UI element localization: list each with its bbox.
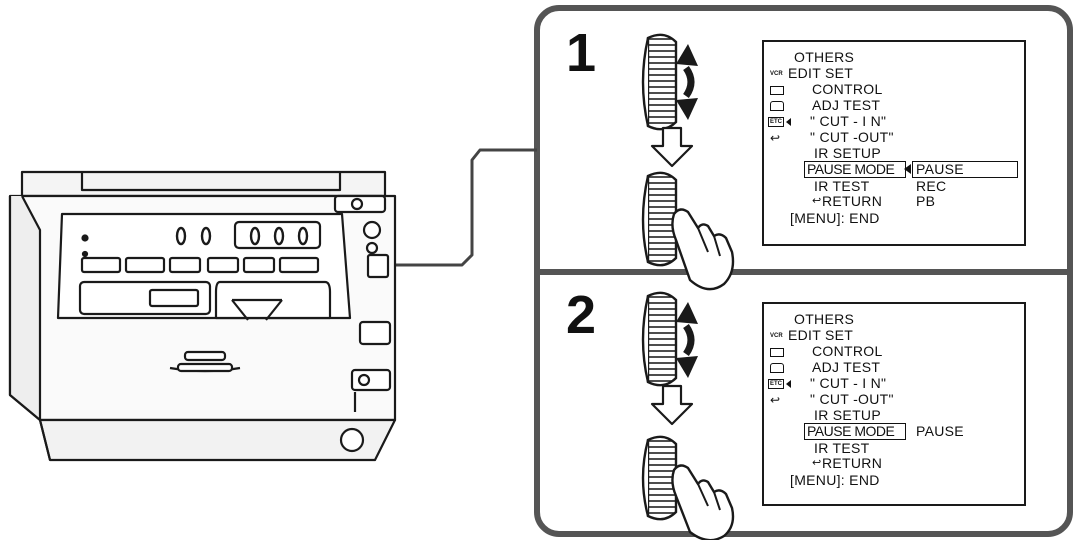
vcr-icon: VCR: [770, 333, 783, 339]
jog-dial-rotate-icon: [641, 33, 698, 131]
selected-item-box: [804, 423, 906, 440]
menu-footer: [MENU]: END: [790, 210, 880, 226]
menu-item-cut-in: " CUT - I N": [810, 375, 887, 391]
menu-item-control: CONTROL: [812, 81, 883, 97]
menu-title: OTHERS: [794, 311, 855, 327]
steps-frame: [534, 5, 1073, 537]
menu-item-cut-out: " CUT -OUT": [810, 391, 894, 407]
pressing-hand-icon: [641, 171, 735, 291]
menu-item-edit-set: EDIT SET: [788, 65, 854, 81]
return-icon: ↩: [812, 195, 822, 207]
menu-screen: VCR ETC ↩ OTHERS EDIT SET CONTROL ADJ TE…: [762, 302, 1026, 506]
down-arrow-icon: [650, 126, 694, 168]
pointer-icon: [904, 164, 911, 174]
jog-dial-rotate-icon: [641, 291, 698, 387]
camera-tape-icon: [770, 86, 784, 95]
down-arrow-icon: [650, 384, 694, 426]
menu-selected-value: PAUSE: [916, 423, 964, 439]
menu-item-control: CONTROL: [812, 343, 883, 359]
etc-icon: ETC: [768, 379, 784, 389]
return-icon: ↩: [770, 393, 781, 407]
camera-tape-icon: [770, 348, 784, 357]
menu-item-pause-mode: PAUSE MODE: [807, 161, 895, 177]
menu-screen: VCR ETC ↩ OTHERS EDIT SET CONTROL ADJ TE…: [762, 40, 1026, 246]
menu-item-adj-test: ADJ TEST: [812, 97, 881, 113]
selected-option-box: [912, 161, 1018, 178]
etc-pointer-icon: [786, 118, 791, 126]
menu-item-ir-test: IR TEST: [814, 440, 870, 456]
menu-item-adj-test: ADJ TEST: [812, 359, 881, 375]
menu-item-ir-test: IR TEST: [814, 178, 870, 194]
menu-footer: [MENU]: END: [790, 472, 880, 488]
menu-item-return: RETURN: [822, 455, 883, 471]
connector-line: [382, 148, 537, 267]
return-icon: ↩: [770, 131, 781, 145]
menu-item-ir-setup: IR SETUP: [814, 407, 881, 423]
pressing-hand-icon: [641, 435, 735, 540]
vcr-icon: VCR: [770, 71, 783, 77]
counter-digits: [175, 226, 309, 246]
menu-item-cut-out: " CUT -OUT": [810, 129, 894, 145]
menu-item-cut-in: " CUT - I N": [810, 113, 887, 129]
menu-option-pb: PB: [916, 193, 936, 209]
video-deck-icon: [8, 170, 397, 462]
menu-item-edit-set: EDIT SET: [788, 327, 854, 343]
menu-option-rec: REC: [916, 178, 947, 194]
etc-icon: ETC: [768, 117, 784, 127]
cassette-icon: [770, 101, 784, 111]
step-number: 2: [566, 285, 597, 345]
menu-item-ir-setup: IR SETUP: [814, 145, 881, 161]
menu-item-pause-mode: PAUSE MODE: [807, 423, 895, 439]
etc-pointer-icon: [786, 380, 791, 388]
step-number: 1: [566, 23, 597, 83]
menu-title: OTHERS: [794, 49, 855, 65]
menu-option-pause: PAUSE: [916, 161, 964, 177]
return-icon: ↩: [812, 457, 822, 469]
cassette-icon: [770, 363, 784, 373]
menu-item-return: RETURN: [822, 193, 883, 209]
